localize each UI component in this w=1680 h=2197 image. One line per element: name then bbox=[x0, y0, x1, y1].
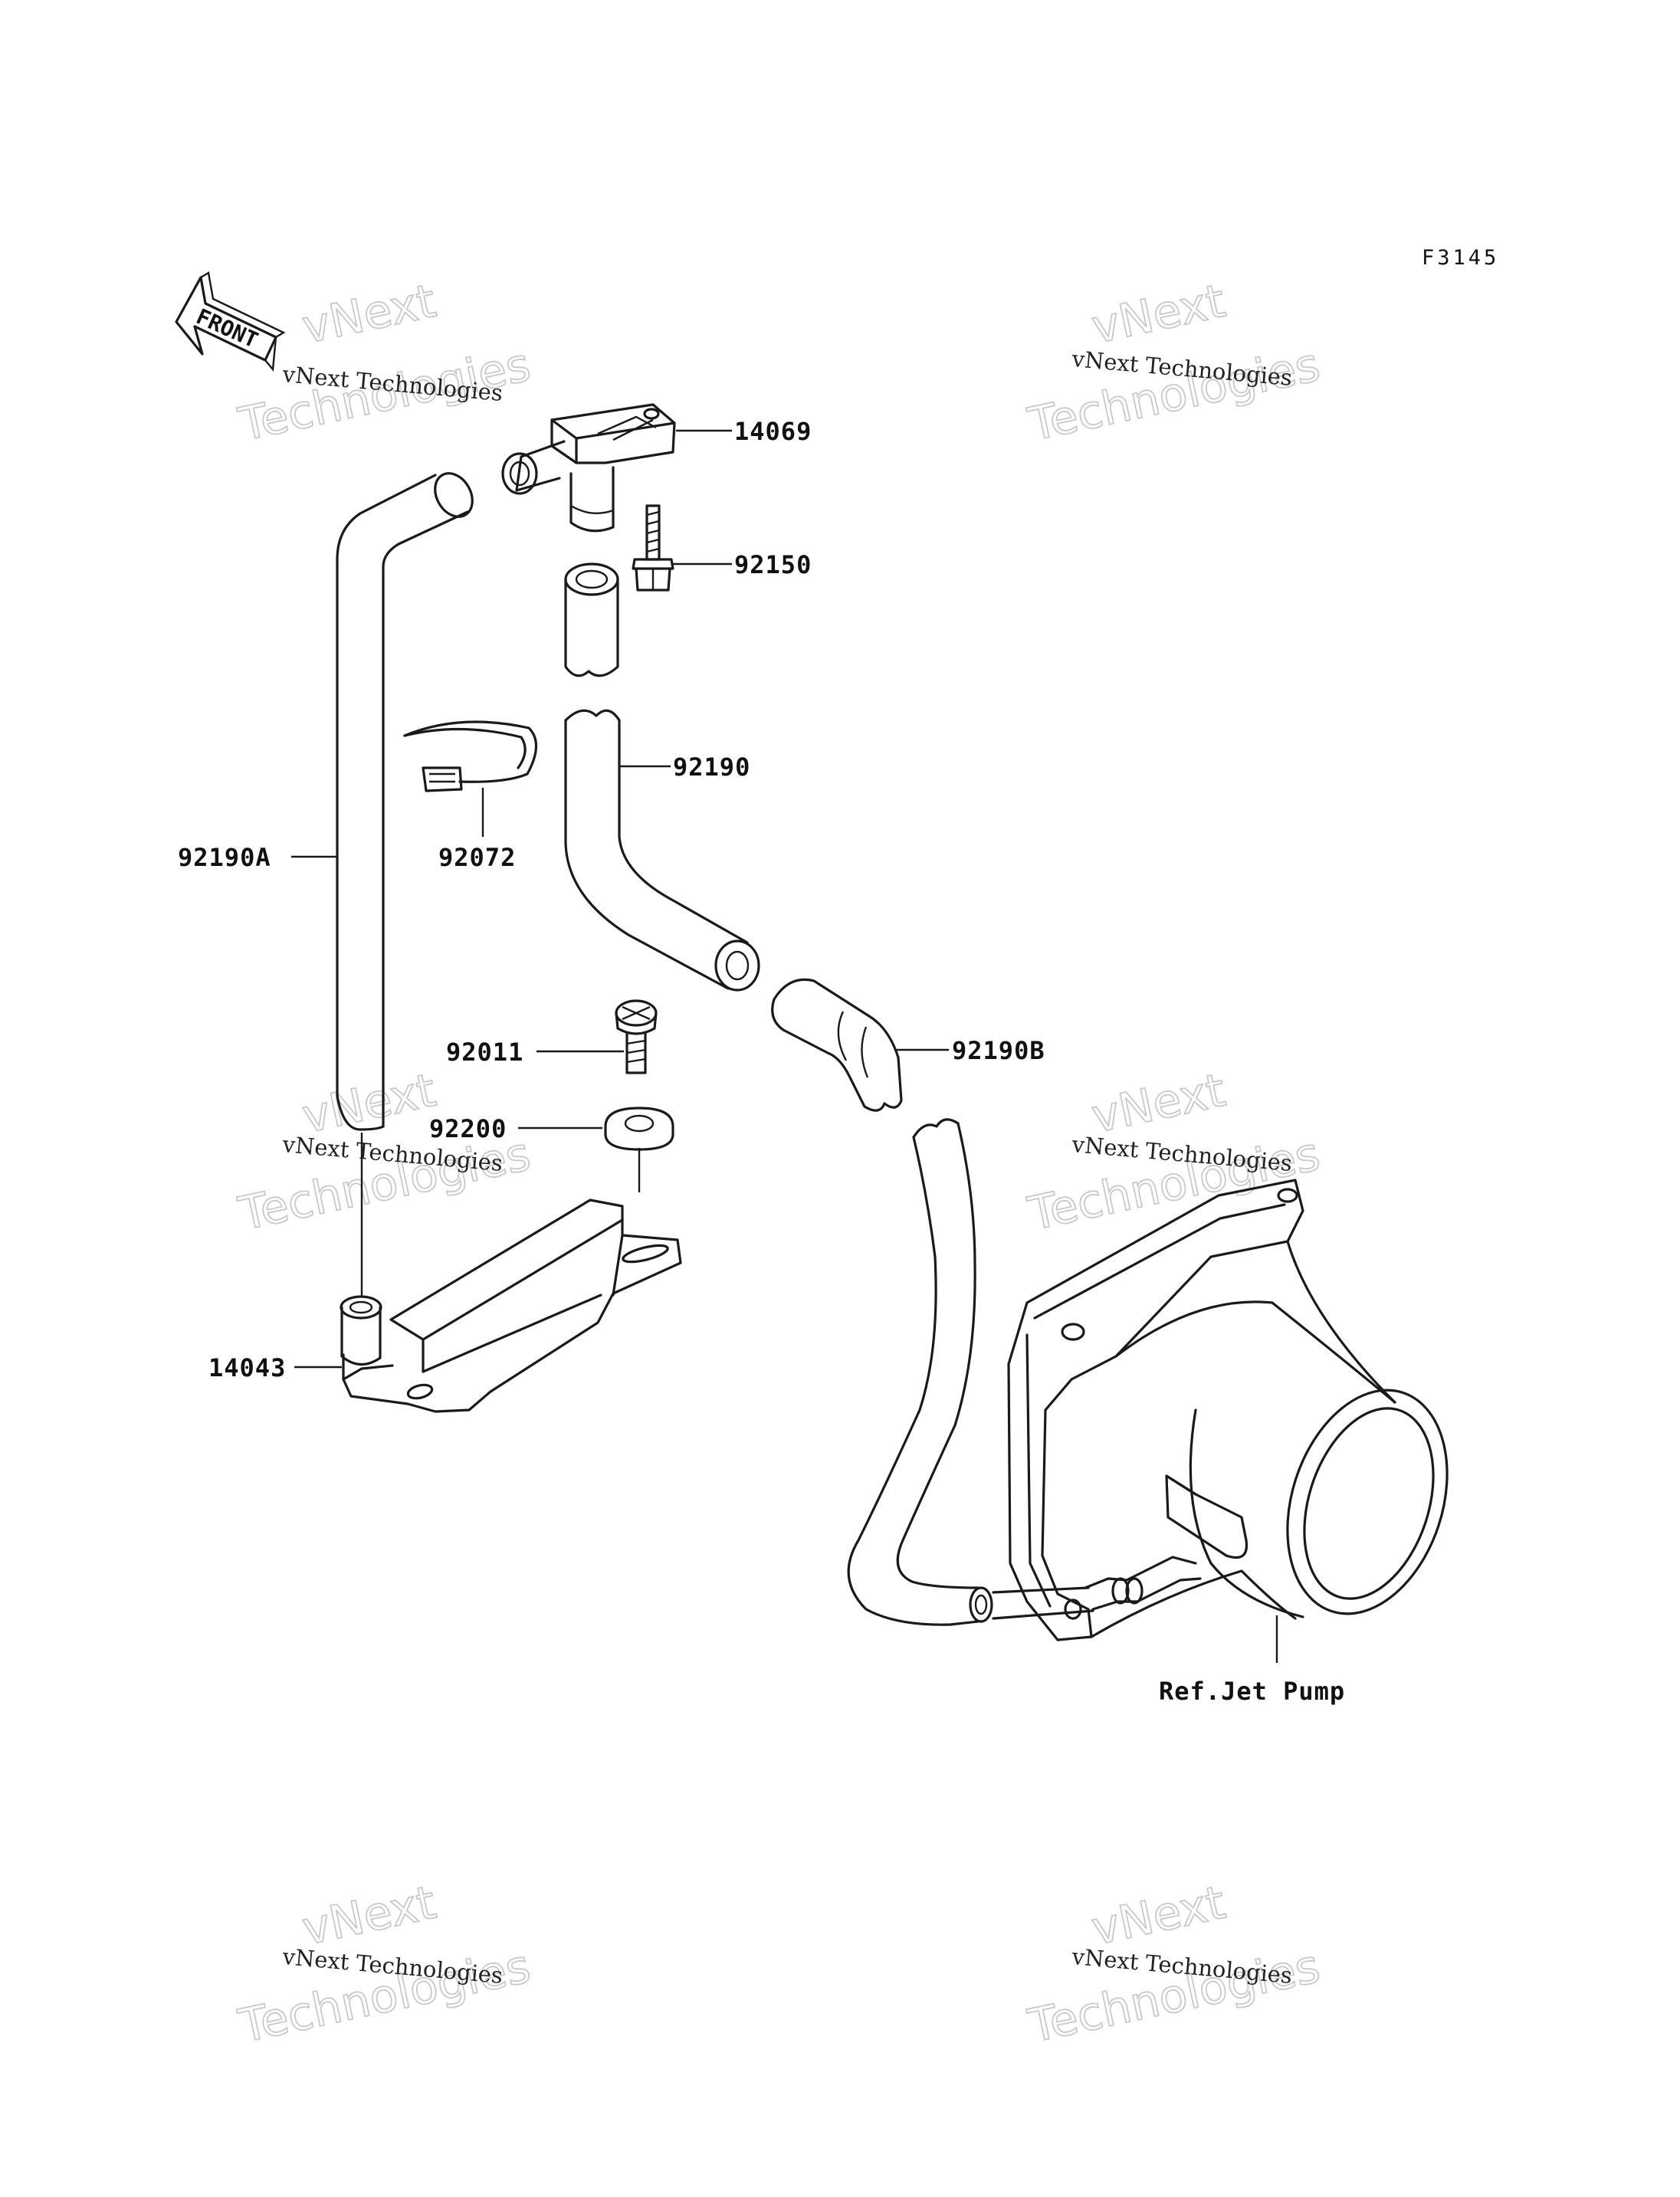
hose-to-jet-pump bbox=[847, 1118, 993, 1626]
svg-text:vNext: vNext bbox=[298, 274, 441, 355]
screw-92011 bbox=[615, 999, 658, 1074]
fitting-14069 bbox=[501, 403, 676, 533]
svg-text:vNext: vNext bbox=[1088, 1064, 1230, 1144]
part-label-92190B: 92190B bbox=[952, 1036, 1045, 1065]
hose-92190B bbox=[771, 978, 903, 1112]
watermark-top-right: vNext Technologies vNext Technologies bbox=[1023, 274, 1325, 453]
part-label-92150: 92150 bbox=[734, 550, 812, 579]
svg-text:vNext: vNext bbox=[298, 1064, 441, 1144]
svg-text:vNext: vNext bbox=[1088, 1876, 1230, 1956]
hose-92190A bbox=[336, 472, 474, 1131]
part-label-92011: 92011 bbox=[446, 1038, 523, 1067]
bolt-92150 bbox=[632, 504, 674, 592]
part-label-14043: 14043 bbox=[208, 1353, 286, 1382]
part-label-92190A: 92190A bbox=[178, 843, 271, 872]
bracket-14043 bbox=[340, 1199, 682, 1413]
watermark-mid-left: vNext Technologies vNext Technologies bbox=[234, 1063, 536, 1242]
part-label-92200: 92200 bbox=[429, 1114, 507, 1143]
jet-pump-reference bbox=[992, 1179, 1449, 1641]
part-label-92072: 92072 bbox=[438, 843, 516, 872]
watermark-bottom-right: vNext Technologies vNext Technologies bbox=[1023, 1875, 1325, 2054]
clamp-92072 bbox=[403, 720, 538, 792]
washer-92200 bbox=[604, 1107, 674, 1151]
svg-text:vNext: vNext bbox=[1088, 274, 1230, 355]
part-label-14069: 14069 bbox=[734, 417, 812, 446]
short-tube bbox=[564, 562, 619, 677]
front-arrow-icon: FRONT bbox=[175, 271, 286, 372]
reference-label-jet-pump: Ref.Jet Pump bbox=[1159, 1677, 1345, 1706]
watermark-mid-right: vNext Technologies vNext Technologies bbox=[1023, 1063, 1325, 1242]
front-label: FRONT bbox=[192, 303, 261, 353]
svg-text:vNext: vNext bbox=[298, 1876, 441, 1956]
part-label-92190: 92190 bbox=[673, 753, 750, 782]
watermark-bottom-left: vNext Technologies vNext Technologies bbox=[234, 1875, 536, 2054]
watermark-top-left: vNext Technologies vNext Technologies bbox=[234, 274, 536, 453]
hose-92190 bbox=[564, 709, 760, 992]
figure-code: F3145 bbox=[1422, 246, 1499, 270]
